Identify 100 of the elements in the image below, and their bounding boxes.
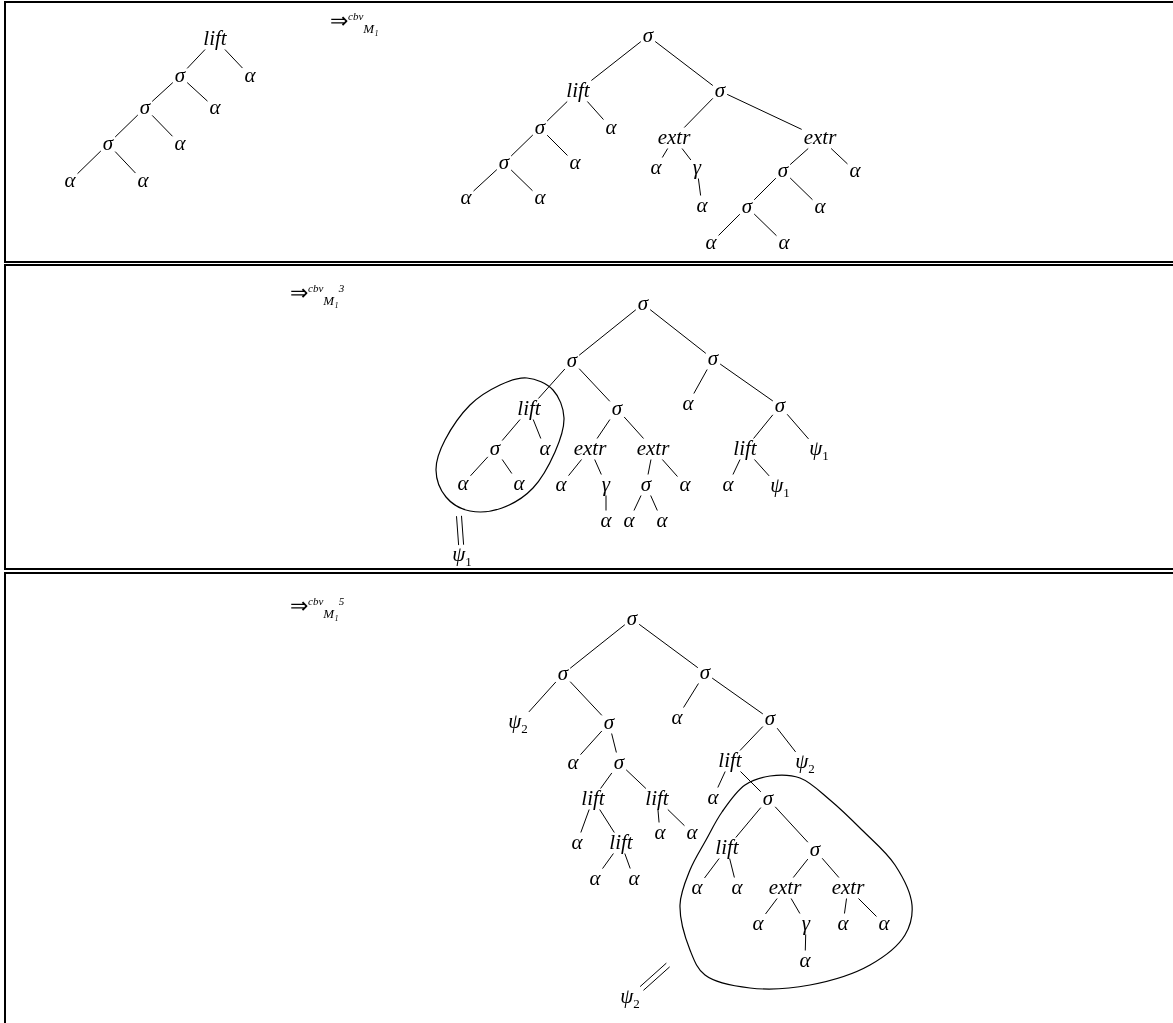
tree-branch xyxy=(528,681,557,713)
tree-node-label: γ xyxy=(801,912,811,934)
tree-node-label: σ xyxy=(774,394,786,416)
tree-node-label: σ xyxy=(809,838,821,860)
panel xyxy=(4,264,1173,570)
tree-node-label: α xyxy=(569,151,581,173)
tree-node-label: lift xyxy=(609,831,633,853)
tree-branch xyxy=(600,772,613,789)
equals-sign xyxy=(456,515,465,546)
tree-branch xyxy=(510,169,533,192)
equals-sign xyxy=(639,962,671,991)
tree-node-label: α xyxy=(686,821,698,843)
tree-node-label: α xyxy=(671,706,683,728)
tree-node-label: α xyxy=(814,195,826,217)
tree-branch xyxy=(821,857,840,878)
tree-branch xyxy=(790,898,801,914)
tree-branch xyxy=(224,49,243,69)
tree-branch xyxy=(537,368,566,399)
tree-node-label: extr xyxy=(768,876,802,898)
tree-branch xyxy=(649,309,707,354)
tree-branch xyxy=(843,898,848,914)
tree-node-label: σ xyxy=(640,473,652,495)
tree-branch xyxy=(718,213,741,236)
tree-branch xyxy=(623,416,645,439)
tree-branch xyxy=(580,809,590,833)
tree-node-label: σ xyxy=(642,24,654,46)
tree-node-label: α xyxy=(752,912,764,934)
tree-node-label: α xyxy=(731,876,743,898)
tree-branch xyxy=(776,727,797,753)
tree-branch xyxy=(667,809,685,827)
tree-node-label: α xyxy=(457,472,469,494)
tree-branch xyxy=(114,151,136,174)
tree-node-label: lift xyxy=(581,787,605,809)
tree-branch xyxy=(151,114,173,137)
tree-branch xyxy=(693,369,708,394)
tree-branch xyxy=(719,363,774,402)
tree-node-label: α xyxy=(656,509,668,531)
tree-node-label: σ xyxy=(714,79,726,101)
tree-branch xyxy=(704,858,720,879)
tree-node-label: α xyxy=(571,831,583,853)
tree-node-label: ψ$_{2}$ xyxy=(795,750,815,776)
tree-branch xyxy=(599,809,615,833)
tree-branch xyxy=(596,419,611,439)
tree-branch xyxy=(532,419,542,439)
tree-branch xyxy=(602,853,614,870)
tree-node-label: extr xyxy=(831,876,865,898)
tree-branch xyxy=(546,134,568,156)
tree-branch xyxy=(633,495,642,511)
tree-node-label: α xyxy=(878,912,890,934)
tree-branch xyxy=(740,771,762,793)
tree-node-label: σ xyxy=(613,751,625,773)
tree-branch xyxy=(657,809,660,823)
tree-node-label: γ xyxy=(601,473,611,495)
tree-node-label: σ xyxy=(557,662,569,684)
tree-node-label: α xyxy=(650,156,662,178)
tree-node-label: σ xyxy=(637,292,649,314)
tree-node-label: α xyxy=(589,867,601,889)
tree-node-label: σ xyxy=(764,707,776,729)
tree-branch xyxy=(569,681,603,716)
tree-branch xyxy=(638,623,699,669)
tree-branch xyxy=(661,148,669,158)
tree-branch xyxy=(739,726,764,751)
tree-node-label: σ xyxy=(489,437,501,459)
tree-node-label: α xyxy=(849,159,861,181)
tree-branch xyxy=(546,101,568,122)
tree-branch xyxy=(114,114,139,138)
tree-branch xyxy=(625,769,647,789)
tree-node-label: lift xyxy=(715,836,739,858)
tree-branch xyxy=(473,169,498,192)
tree-node-label: extr xyxy=(657,126,691,148)
tree-branch xyxy=(151,82,174,102)
tree-node-label: lift xyxy=(517,397,541,419)
tree-node-label: α xyxy=(600,509,612,531)
tree-node-label: α xyxy=(460,186,472,208)
tree-branch xyxy=(858,898,877,917)
tree-branch xyxy=(804,934,807,951)
tree-node-label: ψ$_{2}$ xyxy=(620,985,640,1011)
tree-branch xyxy=(711,677,764,715)
tree-branch xyxy=(717,771,726,788)
tree-branch xyxy=(683,683,699,708)
tree-branch xyxy=(683,97,714,128)
tree-branch xyxy=(735,807,762,838)
tree-node-label: α xyxy=(555,473,567,495)
panel xyxy=(4,1,1173,263)
tree-branch xyxy=(605,495,607,511)
tree-branch xyxy=(578,309,637,356)
tree-branch xyxy=(186,49,206,69)
tree-node-label: σ xyxy=(102,132,114,154)
tree-branch xyxy=(697,178,702,196)
tree-node-label: ψ$_{1}$ xyxy=(770,474,790,500)
tree-node-label: σ xyxy=(699,661,711,683)
tree-branch xyxy=(753,177,777,201)
panel xyxy=(4,572,1173,1023)
tree-node-label: α xyxy=(244,64,256,86)
tree-node-label: γ xyxy=(692,156,702,178)
tree-node-label: α xyxy=(174,132,186,154)
tree-node-label: α xyxy=(837,912,849,934)
tree-node-label: ψ$_{1}$ xyxy=(452,543,472,569)
tree-node-label: α xyxy=(567,751,579,773)
tree-node-label: σ xyxy=(498,151,510,173)
